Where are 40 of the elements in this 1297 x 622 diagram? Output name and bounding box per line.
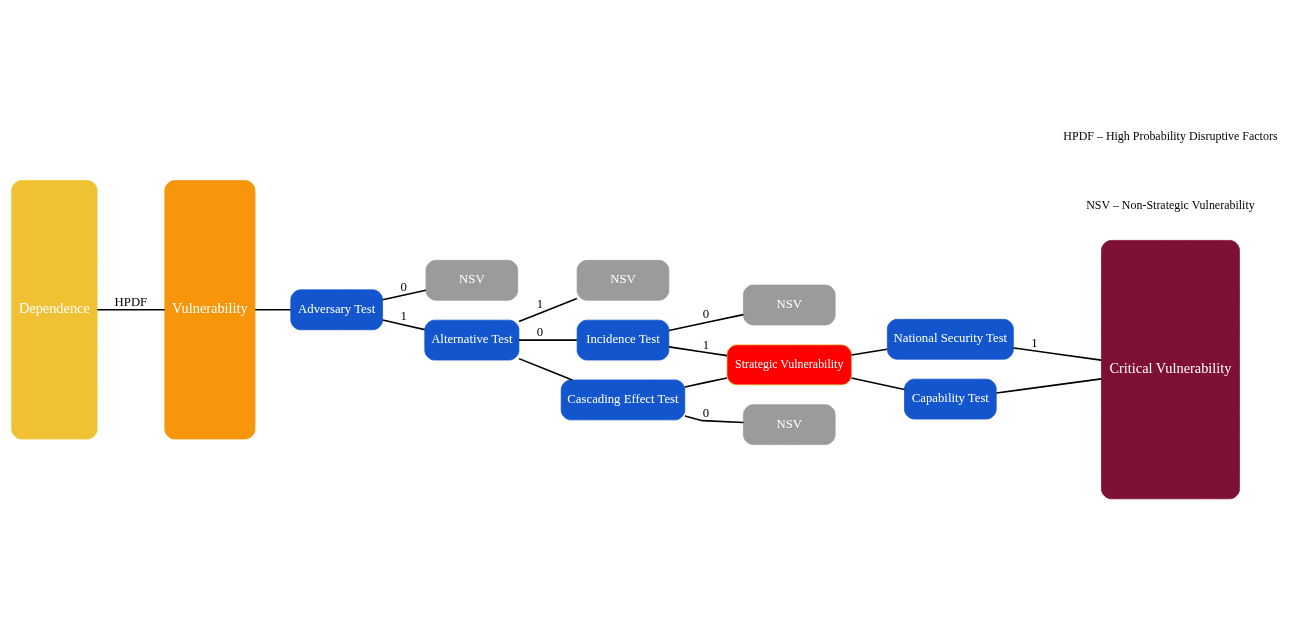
node-box: Adversary Test [290,289,383,331]
node-box: Incidence Test [576,319,670,361]
node-box: Alternative Test [424,319,520,361]
node-box: Cascading Effect Test [560,379,686,421]
connector [668,313,745,332]
edge-label: 0 [536,324,544,339]
connector [1012,347,1102,361]
node-box: Capability Test [904,378,997,420]
connector [995,378,1103,394]
connector [850,348,888,356]
connector [518,297,578,323]
node-box: Vulnerability [164,180,256,440]
node-box: Strategic Vulnerability [726,344,852,386]
connector [381,289,427,301]
node-box: Critical Vulnerability [1101,240,1240,500]
connector [518,357,573,381]
edge-label: 0 [702,405,710,420]
edge-label: 1 [536,297,544,312]
connector [254,309,292,311]
connector [518,339,578,341]
label: HPDF – High Probability Disruptive Factors [1063,129,1278,144]
node-box: NSV [425,259,519,301]
label: NSV – Non-Strategic Vulnerability [1086,197,1255,212]
node-box: NSV [576,259,670,301]
connector [96,309,166,311]
edge-label: 0 [400,280,407,295]
connector [850,377,906,391]
edge-label: HPDF [114,294,148,309]
node-box: NSV [743,284,836,326]
connector [684,415,745,424]
edge-label: 1 [400,309,407,324]
connector [684,377,728,388]
edge-label: 0 [702,307,710,322]
edge-label: 1 [702,337,710,352]
connector [668,346,728,357]
connector [381,319,426,331]
node-box: NSV [743,404,836,445]
edge-label: 1 [1031,336,1038,351]
node-box: National Security Test [886,318,1014,360]
node-box: Dependence [11,180,98,440]
